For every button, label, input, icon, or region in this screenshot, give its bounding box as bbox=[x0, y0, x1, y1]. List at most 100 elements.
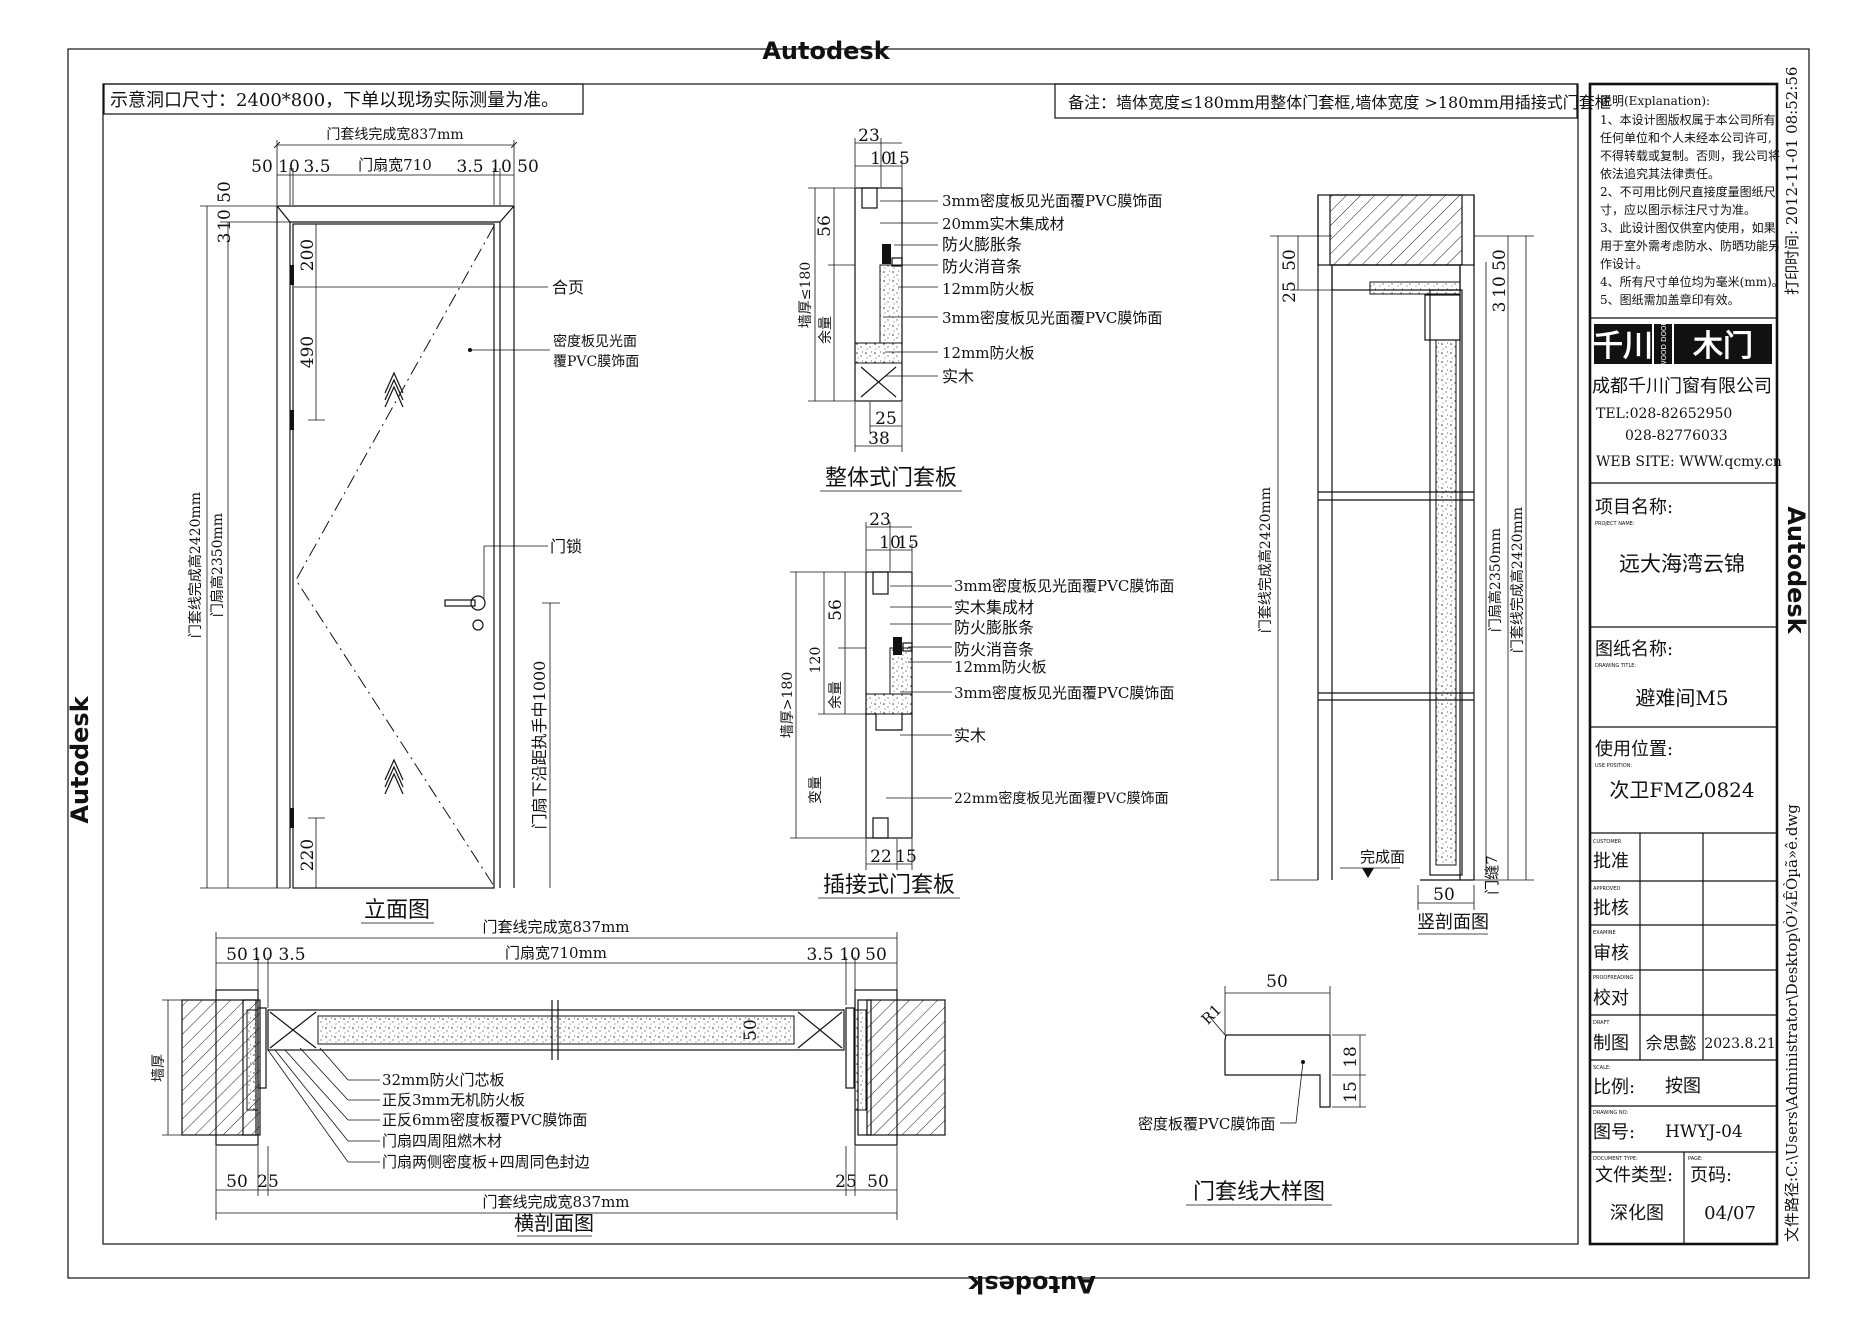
elev-dim-3-5-left: 3.5 bbox=[303, 157, 330, 177]
horiz-dim-total-bottom: 门套线完成宽837mm bbox=[482, 1193, 629, 1211]
page-value: 04/07 bbox=[1704, 1203, 1756, 1224]
row-en-approved: APPROVED bbox=[1593, 886, 1620, 892]
horiz-label-1: 32mm防火门芯板 bbox=[382, 1071, 505, 1089]
trim-title: 门套线大样图 bbox=[1193, 1180, 1325, 1205]
horiz-dim-bottom-50-right: 50 bbox=[867, 1172, 889, 1192]
insert-dim-23: 23 bbox=[869, 510, 891, 530]
explanation-line-5: 2、不可用比例尺直接度量图纸尺 bbox=[1600, 184, 1776, 199]
outer-frame bbox=[67, 48, 1810, 1279]
drawing-no-value: HWYJ-04 bbox=[1665, 1122, 1743, 1142]
vert-dim-50-left: 50 bbox=[1280, 249, 1300, 271]
insert-dim-wall: 墙厚>180 bbox=[780, 672, 796, 738]
page-label: 页码: bbox=[1690, 1165, 1732, 1186]
watermark-top: Autodesk bbox=[762, 37, 890, 65]
explanation-line-8: 用于室外需考虑防水、防晒功能另 bbox=[1600, 238, 1780, 253]
integral-dim-10: 10 bbox=[870, 149, 892, 169]
project-label-en: PROJECT NAME: bbox=[1595, 521, 1635, 527]
insert-frame-section: 3mm密度板见光面覆PVC膜饰面 实木集成材 防火膨胀条 防火消音条 12mm防… bbox=[780, 510, 1174, 899]
integral-label-6: 3mm密度板见光面覆PVC膜饰面 bbox=[942, 309, 1162, 327]
watermark-left: Autodesk bbox=[66, 695, 94, 823]
insert-dim-22: 22 bbox=[870, 847, 892, 867]
row-en-draft: DRAFT bbox=[1593, 1020, 1610, 1026]
insert-label-2: 实木集成材 bbox=[954, 598, 1034, 617]
doc-type-label: 文件类型: bbox=[1595, 1165, 1673, 1186]
horiz-dim-bottom-50-left: 50 bbox=[226, 1172, 248, 1192]
integral-label-3: 防火膨胀条 bbox=[942, 235, 1022, 254]
integral-label-8: 实木 bbox=[942, 367, 974, 386]
scale-label: 比例: bbox=[1593, 1077, 1635, 1098]
horiz-dim-bottom-25-left: 25 bbox=[257, 1172, 279, 1192]
vert-dim-leaf: 门扇高2350mm bbox=[1487, 528, 1504, 632]
horizontal-section: 32mm防火门芯板 正反3mm无机防火板 正反6mm密度板覆PVC膜饰面 门扇四… bbox=[151, 918, 946, 1237]
elev-label-hinge: 合页 bbox=[552, 278, 584, 297]
elev-label-lock: 门锁 bbox=[550, 537, 582, 556]
horiz-dim-bottom-25-right: 25 bbox=[835, 1172, 857, 1192]
company-tel-1: TEL:028-82652950 bbox=[1596, 406, 1732, 422]
explanation-line-1: 1、本设计图版权属于本公司所有, bbox=[1600, 113, 1779, 127]
vert-dim-25: 25 bbox=[1280, 281, 1300, 303]
horiz-dim-10-left: 10 bbox=[251, 945, 273, 965]
inner-frame bbox=[102, 83, 1579, 1245]
elev-dim-10-left: 10 bbox=[278, 157, 300, 177]
doc-type-en: DOCUMENT TYPE: bbox=[1593, 1156, 1638, 1162]
row-cn-review: 审核 bbox=[1593, 943, 1629, 964]
elev-dim-220: 220 bbox=[298, 839, 318, 871]
horiz-label-5: 门扇两侧密度板+四周同色封边 bbox=[382, 1153, 590, 1171]
horiz-dim-wall: 墙厚 bbox=[151, 1054, 167, 1082]
elev-dim-10-right: 10 bbox=[490, 157, 512, 177]
horiz-label-3: 正反6mm密度板覆PVC膜饰面 bbox=[382, 1111, 587, 1129]
integral-dim-15: 15 bbox=[888, 149, 910, 169]
horiz-dim-leaf: 门扇宽710mm bbox=[505, 944, 607, 962]
drawing-no-label: 图号: bbox=[1593, 1122, 1635, 1143]
vert-dim-bottom-50: 50 bbox=[1433, 885, 1455, 905]
insert-label-3: 防火膨胀条 bbox=[954, 618, 1034, 637]
opening-note-box bbox=[103, 83, 584, 115]
vert-dim-50-right: 50 bbox=[1490, 249, 1510, 271]
insert-dim-15b: 15 bbox=[895, 847, 917, 867]
trim-label: 密度板覆PVC膜饰面 bbox=[1138, 1115, 1275, 1133]
elev-dim-50-left: 50 bbox=[251, 157, 273, 177]
explanation-line-11: 5、图纸需加盖章印有效。 bbox=[1600, 292, 1740, 307]
vert-dim-10: 10 bbox=[1490, 276, 1510, 298]
insert-dim-15: 15 bbox=[897, 533, 919, 553]
drawing-title-label-en: DRAWING TITLE: bbox=[1595, 663, 1636, 669]
horiz-dim-50-right: 50 bbox=[865, 945, 887, 965]
insert-label-4: 防火消音条 bbox=[954, 640, 1034, 659]
explanation-line-4: 依法追究其法律责任。 bbox=[1600, 166, 1720, 181]
drawing-title-value: 避难间M5 bbox=[1635, 686, 1728, 710]
integral-label-5: 12mm防火板 bbox=[942, 280, 1035, 298]
row-cn-approve: 批准 bbox=[1593, 851, 1629, 872]
trim-dim-r: R1 bbox=[1198, 1001, 1225, 1028]
insert-label-7: 实木 bbox=[954, 726, 986, 745]
company-tel-2: 028-82776033 bbox=[1625, 428, 1728, 444]
trim-detail: 密度板覆PVC膜饰面 50 R1 18 15 门套线大样图 bbox=[1138, 972, 1366, 1206]
trim-dim-15: 15 bbox=[1341, 1081, 1361, 1103]
elev-dim-50-right: 50 bbox=[517, 157, 539, 177]
vert-dim-total-left: 门套线完成高2420mm bbox=[1257, 487, 1274, 633]
integral-label-2: 20mm实木集成材 bbox=[942, 215, 1065, 233]
horiz-dim-50-left: 50 bbox=[226, 945, 248, 965]
integral-dim-25: 25 bbox=[875, 409, 897, 429]
drawing-title-label: 图纸名称: bbox=[1595, 639, 1673, 660]
vertical-title: 竖剖面图 bbox=[1417, 912, 1489, 933]
elev-label-panel-1: 密度板见光面 bbox=[553, 333, 637, 350]
row-en-proof: PROOFREADING bbox=[1593, 975, 1633, 981]
opening-note: 示意洞口尺寸：2400*800，下单以现场实际测量为准。 bbox=[110, 90, 559, 111]
use-position-label: 使用位置: bbox=[1595, 739, 1673, 760]
elev-dim-490: 490 bbox=[298, 336, 318, 368]
row-cn-check: 批核 bbox=[1593, 898, 1629, 919]
company-web: WEB SITE: WWW.qcmy.cn bbox=[1596, 454, 1782, 470]
company-name: 成都千川门窗有限公司 bbox=[1592, 376, 1772, 397]
explanation-line-9: 作设计。 bbox=[1600, 257, 1648, 271]
integral-dim-56: 56 bbox=[815, 215, 835, 237]
page-en: PAGE: bbox=[1688, 1156, 1703, 1162]
explanation-line-7: 3、此设计图仅供室内使用，如果 bbox=[1600, 220, 1776, 235]
row-cn-proof: 校对 bbox=[1593, 988, 1629, 1009]
integral-label-4: 防火消音条 bbox=[942, 257, 1022, 276]
elev-dim-leaf-width: 门扇宽710 bbox=[358, 156, 432, 174]
integral-frame-section: 3mm密度板见光面覆PVC膜饰面 20mm实木集成材 防火膨胀条 防火消音条 1… bbox=[798, 126, 1162, 492]
vert-label-floor: 完成面 bbox=[1360, 848, 1405, 866]
elev-dim-200: 200 bbox=[298, 239, 318, 271]
title-block: 说明(Explanation): 1、本设计图版权属于本公司所有, 任何单位和个… bbox=[1588, 82, 1784, 1246]
scale-en: SCALE: bbox=[1593, 1065, 1611, 1071]
